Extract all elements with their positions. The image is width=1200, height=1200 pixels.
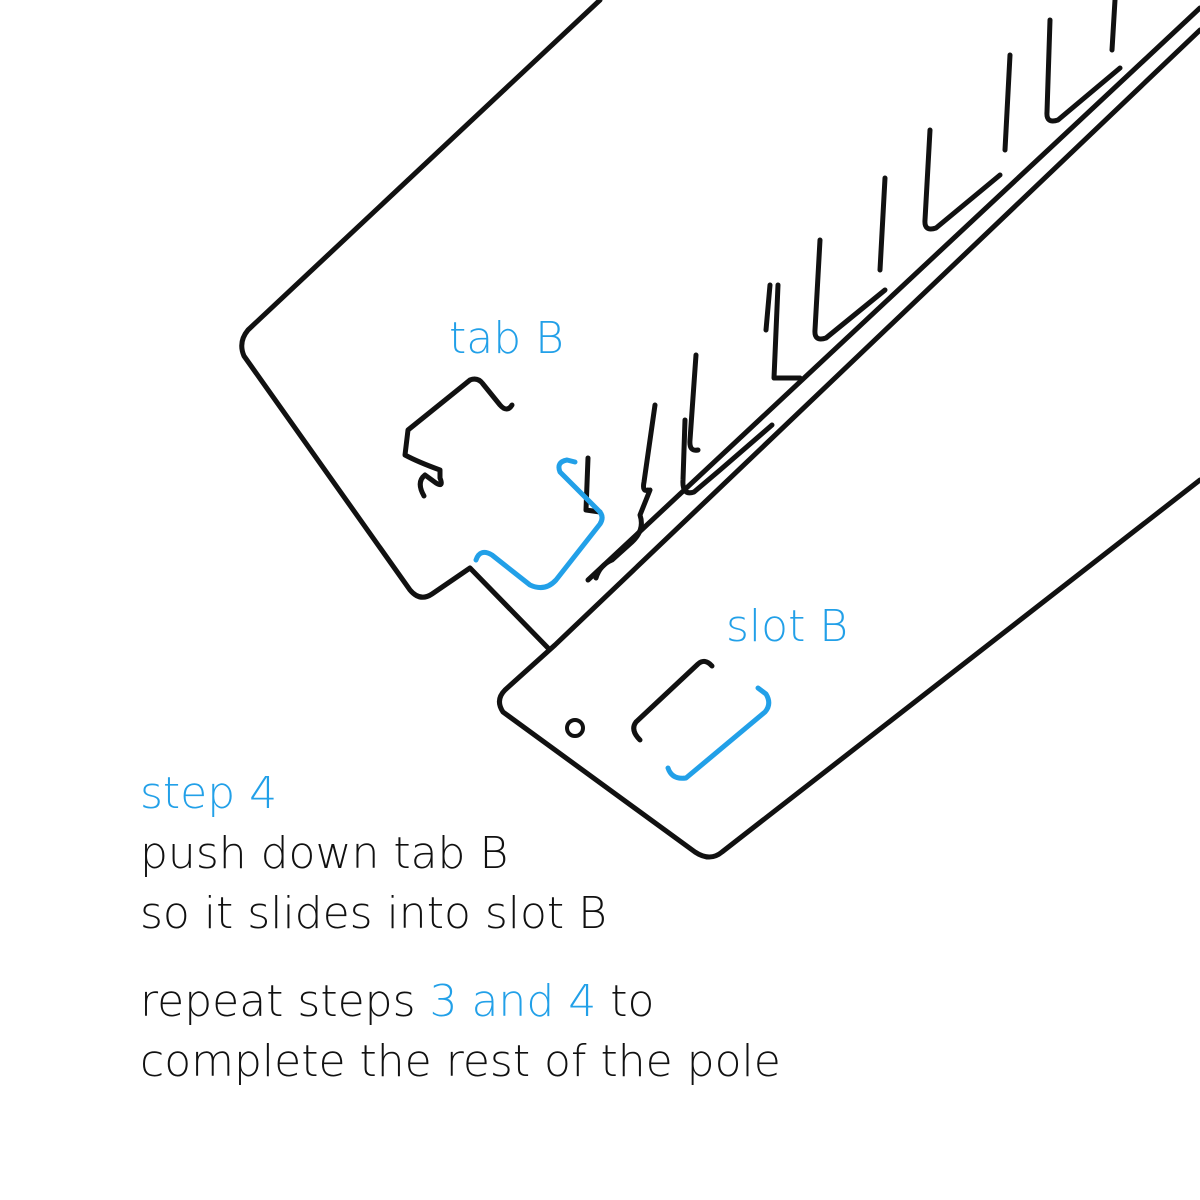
upper-panel-outline — [239, 0, 603, 651]
slot-b-highlight — [665, 685, 772, 781]
slot-b-cutout — [631, 658, 715, 743]
strip-ridges — [583, 0, 1123, 581]
repeat-line-1: repeat steps 3 and 4 to — [140, 972, 781, 1032]
peg-hole — [565, 718, 585, 738]
lower-panel-outline — [497, 27, 1200, 860]
tab-b-highlight — [473, 457, 605, 591]
step-title: step 4 — [140, 768, 278, 819]
repeat-line-2: complete the rest of the pole — [140, 1036, 781, 1087]
instruction-line-2: so it slides into slot B — [140, 888, 607, 939]
tab-b-cutout — [402, 376, 515, 499]
instruction-text: step 4 push down tab B so it slides into… — [140, 764, 781, 1092]
paragraph-gap — [140, 944, 781, 972]
repeat-prefix: repeat steps — [140, 976, 430, 1027]
slot-b-label: slot B — [726, 601, 849, 652]
tab-b-label: tab B — [449, 313, 564, 364]
instruction-line-1: push down tab B — [140, 828, 509, 879]
repeat-suffix: to — [596, 976, 655, 1027]
strip-fold-line — [585, 5, 1200, 583]
repeat-steps-highlight: 3 and 4 — [429, 976, 597, 1027]
